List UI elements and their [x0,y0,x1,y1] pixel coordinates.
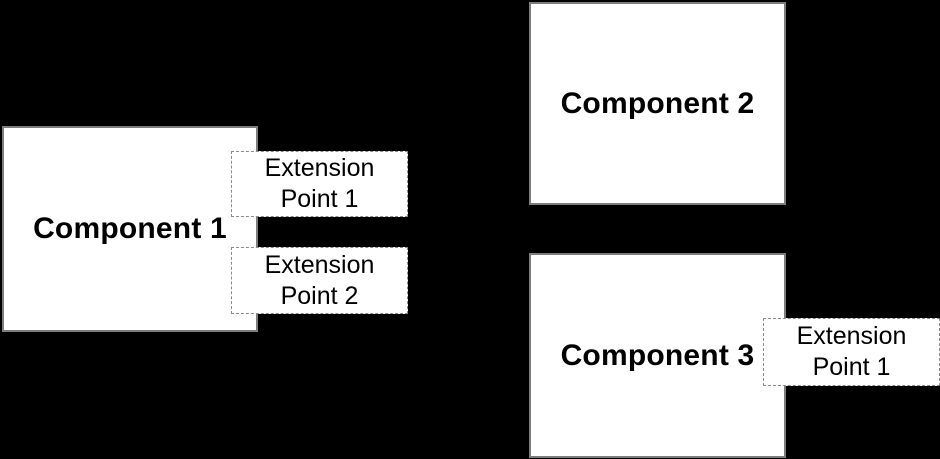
extension-point-label: Extension Point 1 [265,153,375,215]
label-line: Extension [796,322,907,350]
component-3-box: Component 3 [529,253,786,458]
extension-point-label: Extension Point 2 [265,250,375,312]
component-1-box: Component 1 [2,126,258,332]
label-line: Point 1 [280,185,359,213]
label-line: Point 1 [812,353,891,381]
component-2-box: Component 2 [529,2,786,205]
component-1-extension-point-1-box: Extension Point 1 [231,151,408,217]
component-1-label: Component 1 [33,212,227,245]
component-3-label: Component 3 [560,338,755,372]
label-line: Extension [264,250,375,279]
label-line: Point 2 [280,281,359,310]
component-2-label: Component 2 [560,86,755,120]
component-3-extension-point-1-box: Extension Point 1 [763,318,940,386]
extension-point-label: Extension Point 1 [797,321,907,383]
label-line: Extension [264,154,375,182]
component-1-extension-point-2-box: Extension Point 2 [231,247,408,314]
